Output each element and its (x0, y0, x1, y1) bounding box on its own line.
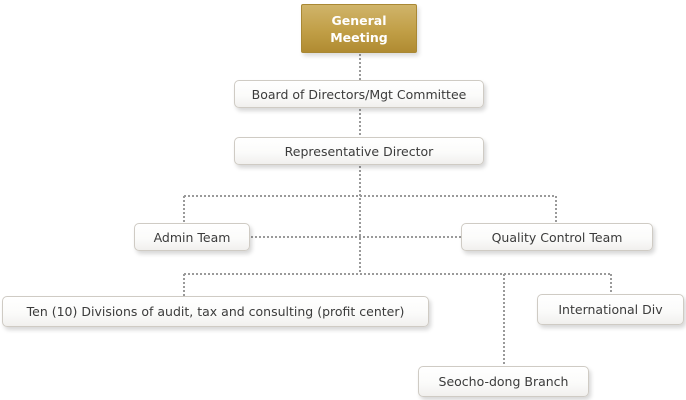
divisions-label: Ten (10) Divisions of audit, tax and con… (26, 304, 405, 319)
board-label: Board of Directors/Mgt Committee (251, 86, 467, 102)
representative-director-label: Representative Director (284, 143, 434, 159)
admin-team-label: Admin Team (153, 229, 231, 245)
admin-team-box: Admin Team (134, 223, 250, 251)
divisions-box: Ten (10) Divisions of audit, tax and con… (2, 296, 429, 327)
quality-control-team-box: Quality Control Team (461, 223, 653, 251)
international-div-label: International Div (558, 302, 663, 317)
quality-control-team-label: Quality Control Team (491, 229, 623, 245)
general-meeting-label: General Meeting (330, 12, 388, 45)
board-box: Board of Directors/Mgt Committee (234, 80, 484, 108)
representative-director-box: Representative Director (234, 137, 484, 165)
general-meeting-box: General Meeting (301, 4, 417, 53)
seocho-branch-box: Seocho-dong Branch (418, 366, 589, 397)
international-div-box: International Div (537, 294, 684, 325)
seocho-branch-label: Seocho-dong Branch (438, 374, 569, 389)
